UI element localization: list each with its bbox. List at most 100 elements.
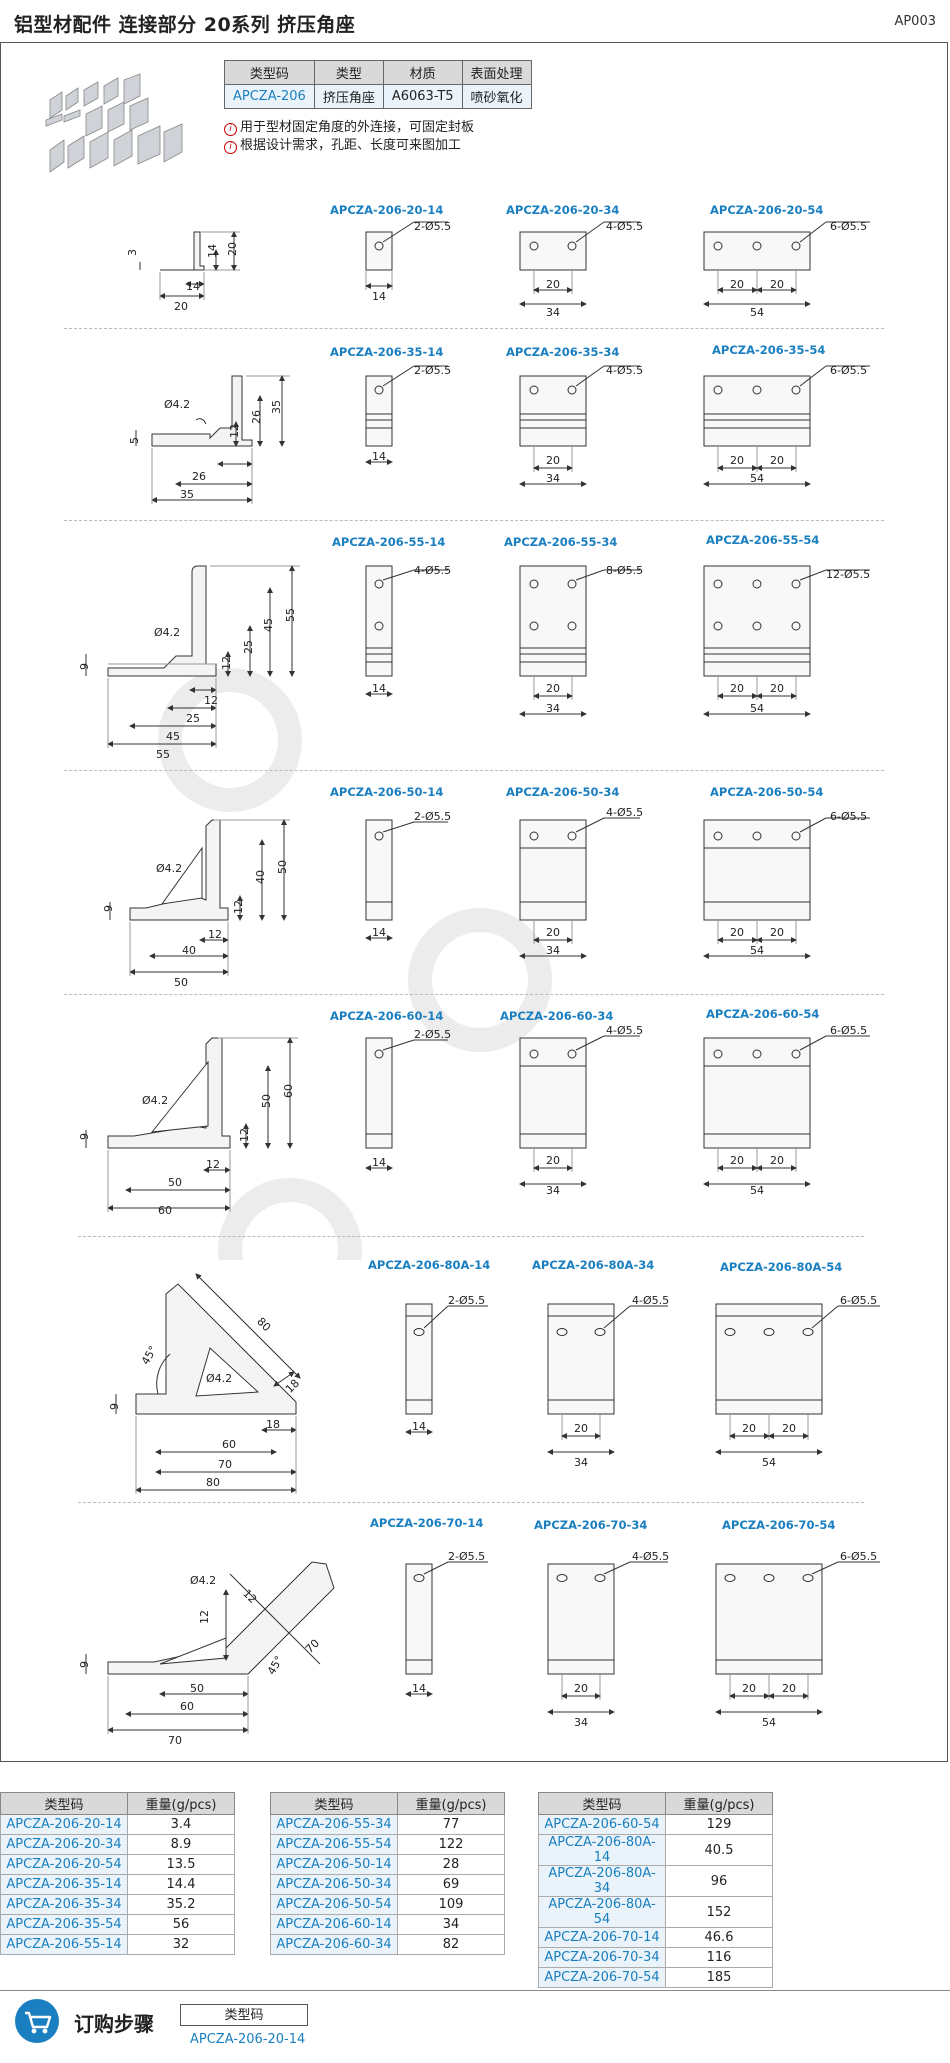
- dim-s1-width-inner: 14: [186, 280, 200, 293]
- section-2-profile: [135, 375, 290, 504]
- w-s5-54-pitch2: 20: [770, 1154, 784, 1167]
- s5-view-14: [365, 1037, 448, 1171]
- w-s1-14: 14: [372, 290, 386, 303]
- w-s5-54-pitch1: 20: [730, 1154, 744, 1167]
- w-s7-34-pitch: 20: [574, 1682, 588, 1695]
- dim-s2-35: 35: [270, 400, 283, 414]
- w-s6-54-pitch1: 20: [742, 1422, 756, 1435]
- hole-s3-54: 12-Ø5.5: [826, 568, 870, 581]
- w-s4-14: 14: [372, 926, 386, 939]
- weight-code: APCZA-206-35-54: [0, 1914, 128, 1935]
- dim-s5-hole: Ø4.2: [142, 1094, 168, 1107]
- w-s4-54-pitch2: 20: [770, 926, 784, 939]
- hole-s6-14: 2-Ø5.5: [448, 1294, 485, 1307]
- w-s7-34: 34: [574, 1716, 588, 1729]
- section-divider: [78, 1502, 864, 1503]
- weight-code: APCZA-206-60-14: [270, 1914, 398, 1935]
- weight-code: APCZA-206-55-34: [270, 1814, 398, 1835]
- dim-s3-thickness: 9: [78, 663, 91, 670]
- w-s2-34-pitch: 20: [546, 454, 560, 467]
- weight-code: APCZA-206-50-14: [270, 1854, 398, 1875]
- hole-s3-34: 8-Ø5.5: [606, 564, 643, 577]
- dim-s4-h40: 40: [254, 870, 267, 884]
- w-s7-54-pitch1: 20: [742, 1682, 756, 1695]
- weight-code: APCZA-206-50-34: [270, 1874, 398, 1895]
- weight-value: 46.6: [665, 1927, 773, 1948]
- hole-s1-54: 6-Ø5.5: [830, 220, 867, 233]
- w-s6-54-pitch2: 20: [782, 1422, 796, 1435]
- w-s2-54-pitch2: 20: [770, 454, 784, 467]
- spec-material: A6063-T5: [382, 84, 463, 109]
- dim-s2-thickness: 5: [128, 437, 141, 444]
- spec-header-material: 材质: [382, 60, 463, 85]
- spec-table: 类型码 类型 材质 表面处理 APCZA-206 挤压角座 A6063-T5 喷…: [224, 60, 532, 109]
- dim-s1-height-inner: 14: [206, 244, 219, 258]
- dim-s2-26: 26: [250, 410, 263, 424]
- w-s1-34: 34: [546, 306, 560, 319]
- s5-view-54: [703, 1035, 870, 1187]
- hole-s1-14: 2-Ø5.5: [414, 220, 451, 233]
- hole-s4-14: 2-Ø5.5: [414, 810, 451, 823]
- s3-view-54: [703, 565, 870, 717]
- spec-header-surface: 表面处理: [461, 60, 532, 85]
- weight-value: 96: [665, 1865, 773, 1897]
- dim-s5-w12: 12: [206, 1158, 220, 1171]
- dim-s2-12: 12: [228, 424, 241, 438]
- hole-s4-34: 4-Ø5.5: [606, 806, 643, 819]
- weight-header-weight: 重量(g/pcs): [665, 1792, 773, 1815]
- dim-s4-w40: 40: [182, 944, 196, 957]
- hole-s6-54: 6-Ø5.5: [840, 1294, 877, 1307]
- s1-view-34: [519, 221, 640, 307]
- weight-value: 69: [397, 1874, 505, 1895]
- dim-s6-hole: Ø4.2: [206, 1372, 232, 1385]
- part-label: APCZA-206-70-14: [370, 1516, 484, 1530]
- part-label: APCZA-206-50-34: [506, 785, 620, 799]
- cart-icon: [15, 1999, 59, 2043]
- section-7-profile: [85, 1561, 335, 1734]
- weight-header-weight: 重量(g/pcs): [127, 1792, 235, 1815]
- weight-value: 122: [397, 1834, 505, 1855]
- weight-code: APCZA-206-80A-54: [538, 1896, 666, 1928]
- drawing-frame: [0, 42, 948, 1762]
- order-section: [0, 1990, 950, 2063]
- s7-view-54: [715, 1561, 880, 1715]
- hole-s4-54: 6-Ø5.5: [830, 810, 867, 823]
- dim-s6-w70: 70: [218, 1458, 232, 1471]
- hole-s7-34: 4-Ø5.5: [632, 1550, 669, 1563]
- page-title: 铝型材配件 连接部分 20系列 挤压角座: [14, 14, 356, 36]
- s3-view-34: [519, 565, 640, 717]
- dim-s7-12v: 12: [198, 1610, 211, 1624]
- w-s6-14: 14: [412, 1420, 426, 1433]
- weight-value: 185: [665, 1967, 773, 1988]
- weight-value: 14.4: [127, 1874, 235, 1895]
- dim-s3-h55: 55: [284, 608, 297, 622]
- weight-value: 3.4: [127, 1814, 235, 1835]
- dim-s3-hole: Ø4.2: [154, 626, 180, 639]
- weight-header-weight: 重量(g/pcs): [397, 1792, 505, 1815]
- part-label: APCZA-206-20-54: [710, 203, 824, 217]
- dim-s3-w55: 55: [156, 748, 170, 761]
- hole-s2-34: 4-Ø5.5: [606, 364, 643, 377]
- weight-code: APCZA-206-35-34: [0, 1894, 128, 1915]
- s4-view-14: [365, 819, 448, 941]
- section-divider: [64, 520, 884, 521]
- weight-code: APCZA-206-20-54: [0, 1854, 128, 1875]
- s1-view-54: [703, 221, 870, 307]
- hole-s3-14: 4-Ø5.5: [414, 564, 451, 577]
- weight-value: 116: [665, 1947, 773, 1968]
- spec-type: 挤压角座: [313, 84, 384, 109]
- weight-header-code: 类型码: [270, 1792, 398, 1815]
- dim-s4-hole: Ø4.2: [156, 862, 182, 875]
- dim-s3-w12: 12: [204, 694, 218, 707]
- weight-value: 77: [397, 1814, 505, 1835]
